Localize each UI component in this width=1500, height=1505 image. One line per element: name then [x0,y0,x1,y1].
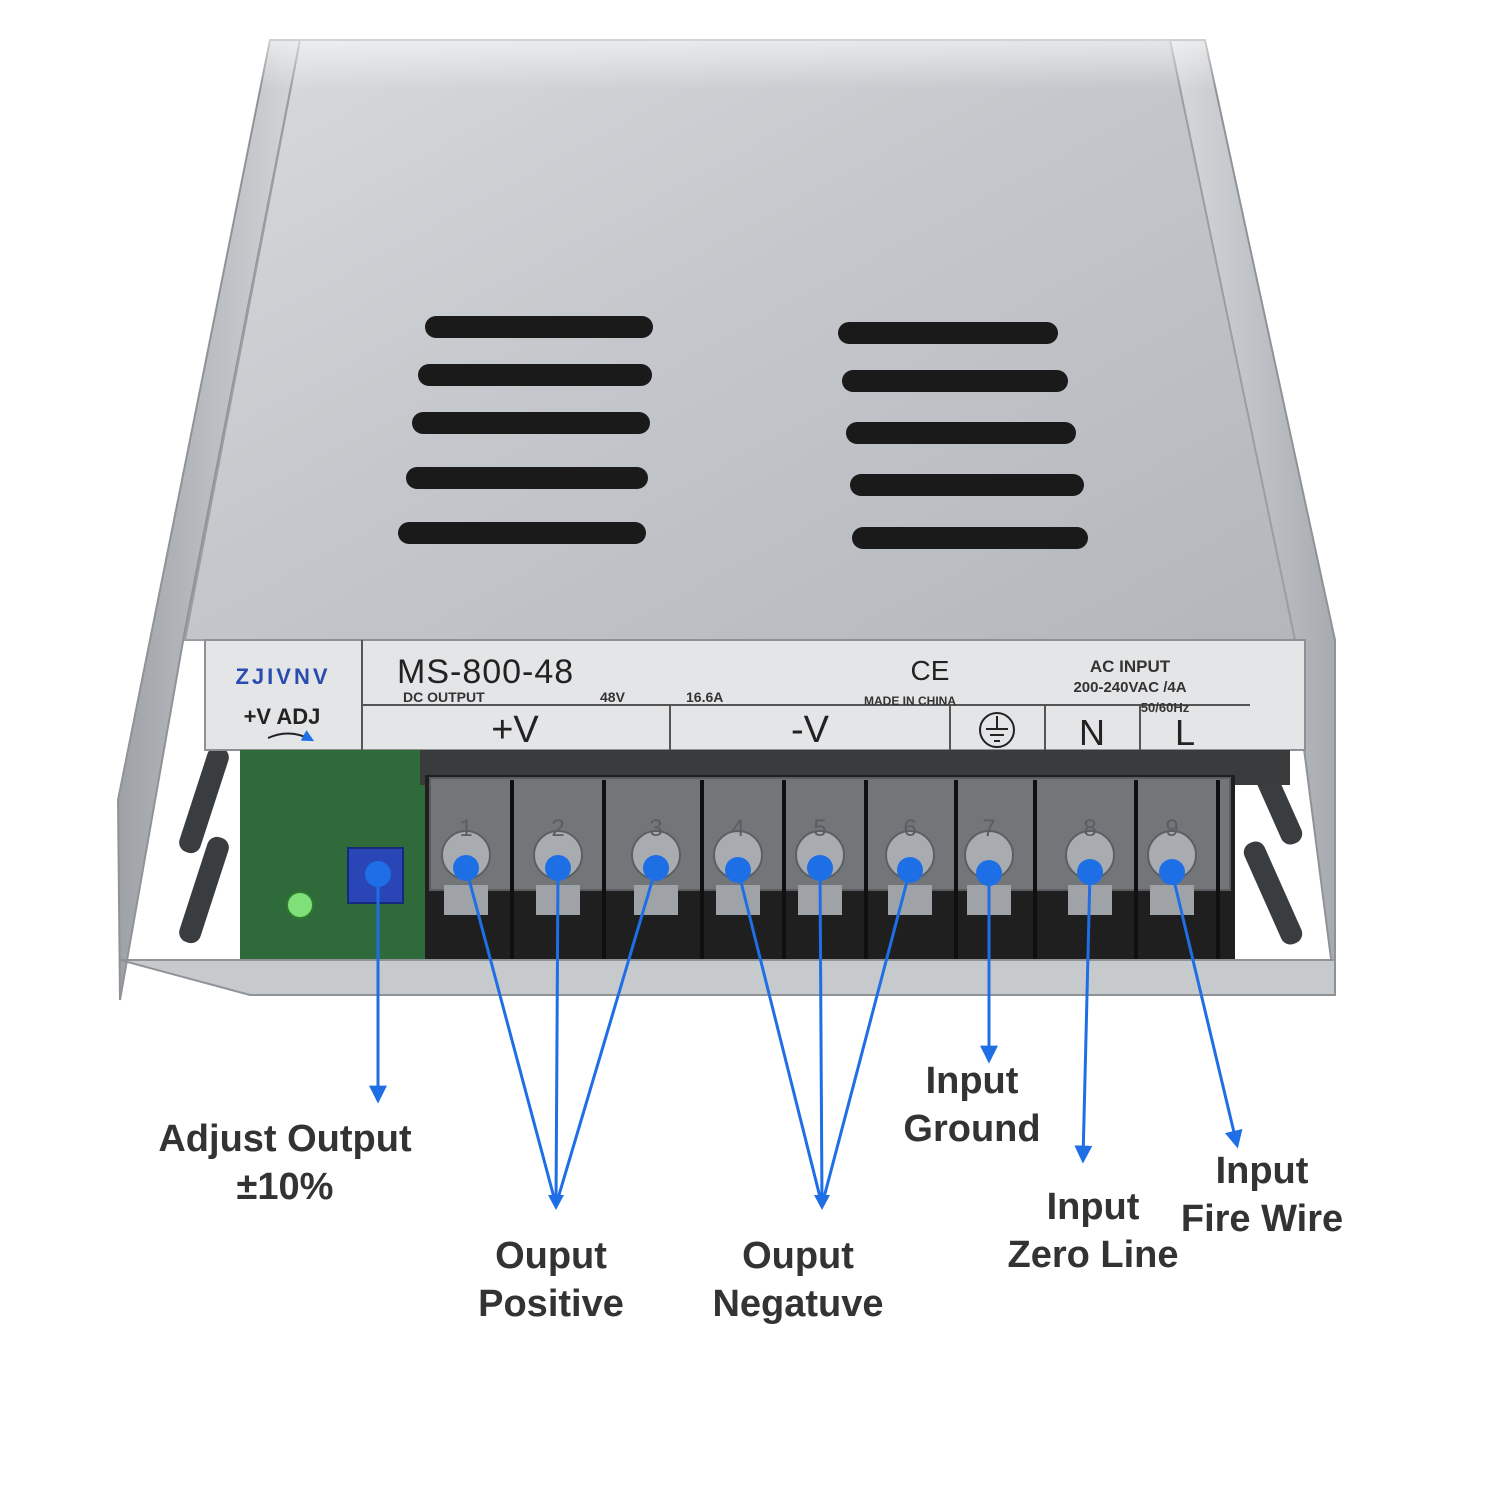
vent-slots-left [398,316,653,544]
pos-v-label: +V [491,709,539,751]
led-indicator [286,891,314,919]
terminal-plate [634,885,678,915]
pointer-dots [365,855,1185,887]
terminal-number: 6 [903,815,916,842]
input-range: 200-240VAC /4A [1073,679,1186,696]
brand-logo: ZJIVNV [235,664,330,689]
terminal-number: 4 [731,815,744,842]
callout-adjust-line2: ±10% [236,1166,334,1208]
terminal-number: 5 [813,815,826,842]
terminal-number: 8 [1083,815,1096,842]
callout-negative-line2: Negatuve [712,1283,884,1325]
callout-input-fire-wire: Input Fire Wire [1152,1147,1372,1243]
terminal-number: 1 [459,815,472,842]
callout-adjust-output: Adjust Output ±10% [135,1115,435,1211]
callout-zero-line1: Input [1046,1186,1140,1228]
ce-mark: CE [911,655,950,686]
terminal-number: 3 [649,815,662,842]
callout-ground-line1: Input [925,1060,1019,1102]
terminal-plate [444,885,488,915]
pcb-board [240,750,435,965]
terminal-plate [1150,885,1194,915]
ac-input-label: AC INPUT [1090,657,1171,676]
current-rating: 16.6A [686,689,723,705]
converge-arrowheads [548,1195,830,1210]
n-label: N [1079,712,1105,753]
callout-ground-line2: Ground [903,1108,1041,1150]
made-in-china: MADE IN CHINA [864,694,956,708]
terminal-number: 7 [982,815,995,842]
ground-icon [979,712,1015,748]
dc-output-label: DC OUTPUT [403,689,485,705]
vent-slots-right [838,322,1088,549]
terminal-plate [716,885,760,915]
chassis-top-cover [183,39,1297,641]
terminal-plate [888,885,932,915]
callout-adjust-line1: Adjust Output [158,1118,412,1160]
label-plate: ZJIVNV +V ADJ MS-800-48 CE AC INPUT 200-… [204,639,1306,753]
terminal-number: 9 [1165,815,1178,842]
callout-input-ground: Input Ground [862,1057,1082,1153]
callout-fire-line1: Input [1215,1150,1309,1192]
frequency: 50/60Hz [1141,700,1190,715]
callout-input-zero-line: Input Zero Line [983,1183,1203,1279]
callout-fire-line2: Fire Wire [1180,1198,1344,1240]
callout-negative-line1: Ouput [742,1235,854,1277]
model-number: MS-800-48 [397,653,574,691]
terminal-7: 7 [964,780,1037,960]
neg-v-label: -V [791,709,830,751]
l-label: L [1175,712,1195,753]
callout-positive-line2: Positive [478,1283,624,1325]
terminal-number: 2 [551,815,564,842]
callout-output-positive: Ouput Positive [431,1232,671,1328]
callout-zero-line2: Zero Line [1007,1234,1179,1276]
callout-positive-line1: Ouput [495,1235,607,1277]
voltage-rating: 48V [600,689,626,705]
adj-arrow-icon [267,730,315,742]
pointer-lines [369,867,1243,1206]
callout-output-negative: Ouput Negatuve [678,1232,918,1328]
adj-label: +V ADJ [244,704,321,729]
chassis-bottom-edge [119,959,1336,996]
